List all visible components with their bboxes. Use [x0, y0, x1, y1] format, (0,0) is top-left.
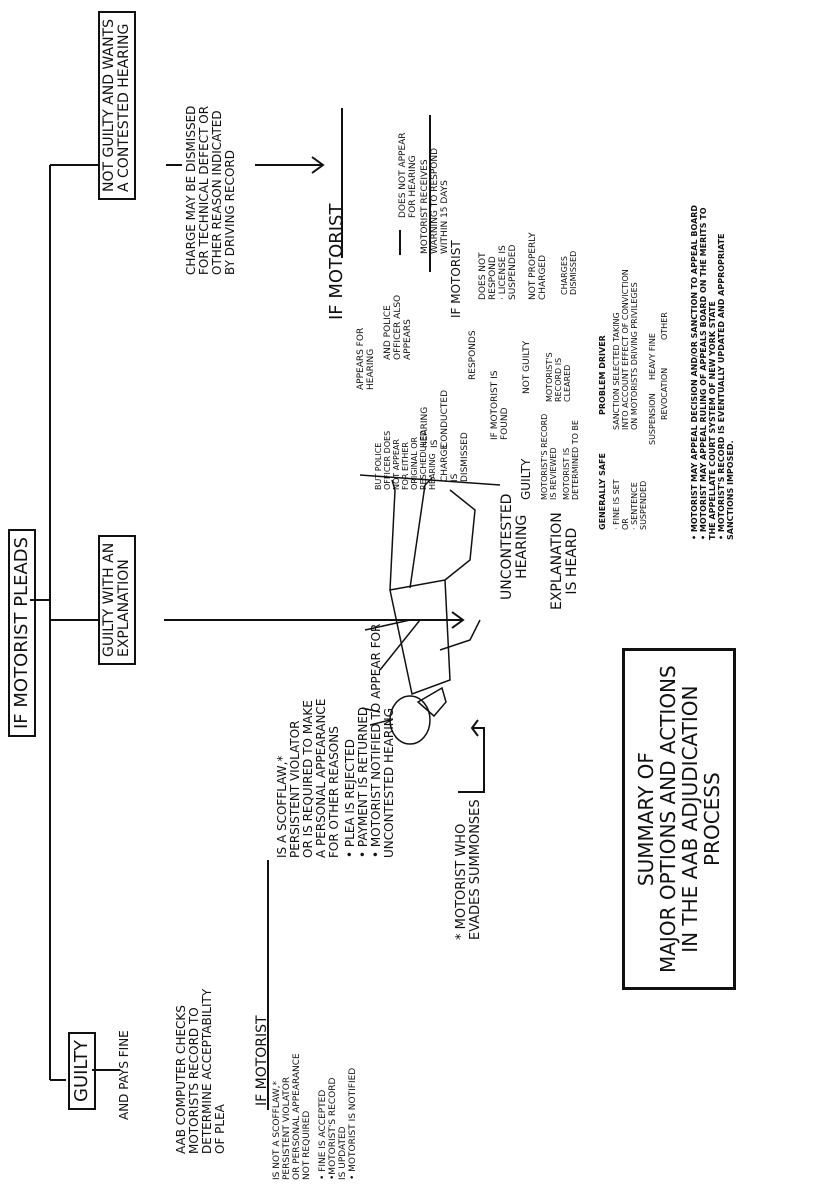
- found-guilty-text: GUILTY: [519, 458, 533, 500]
- record-cleared-text: MOTORIST'S RECORD IS CLEARED: [545, 352, 572, 402]
- sanction-text: SANCTION SELECTED TAKING INTO ACCOUNT EF…: [612, 269, 639, 430]
- suspension-text: SUSPENSION: [648, 393, 657, 445]
- not-scofflaw-results: • FINE IS ACCEPTED •MOTORIST'S RECORD IS…: [318, 1067, 358, 1180]
- not-properly-charged-text: NOT PROPERLY CHARGED: [528, 232, 548, 300]
- charge-dismissed-note: CHARGE MAY BE DISMISSED FOR TECHNICAL DE…: [184, 105, 237, 275]
- does-not-appear-text: DOES NOT APPEAR FOR HEARING: [398, 132, 418, 218]
- explanation-heard-text: EXPLANATION IS HEARD: [549, 512, 580, 610]
- responds-text: RESPONDS: [468, 330, 478, 380]
- guilty-box: GUILTY: [68, 1032, 96, 1110]
- receives-warning-text: MOTORIST RECEIVES WARNING TO RESPOND WIT…: [420, 147, 450, 254]
- record-reviewed-text: MOTORIST'S RECORD IS REVIEWED: [540, 413, 558, 500]
- determined-text: MOTORIST IS DETERMINED TO BE: [562, 420, 580, 500]
- safe-sanctions-text: · FINE IS SET OR · SENTENCE SUSPENDED: [612, 479, 648, 530]
- not-scofflaw-text: IS NOT A SCOFFLAW,* PERSISTENT VIOLATOR …: [272, 1053, 312, 1180]
- revocation-text: REVOCATION: [660, 367, 669, 420]
- pays-fine-text: AND PAYS FINE: [117, 1030, 131, 1120]
- heavy-fine-text: HEAVY FINE: [648, 333, 657, 380]
- contested-if-motorist-2-text: IF MOTORIST: [449, 240, 463, 318]
- found-not-guilty-text: NOT GUILTY: [522, 340, 532, 394]
- appeal-notes-text: • MOTORIST MAY APPEAL DECISION AND/OR SA…: [690, 204, 735, 540]
- person-illustration: [359, 474, 501, 745]
- is-scofflaw-text: IS A SCOFFLAW,* PERSISTENT VIOLATOR OR I…: [275, 698, 341, 858]
- not-guilty-box: NOT GUILTY AND WANTS A CONTESTED HEARING: [98, 11, 136, 200]
- other-text: OTHER: [660, 312, 669, 340]
- generally-safe-text: GENERALLY SAFE: [598, 453, 607, 530]
- if-found-text: IF MOTORIST IS FOUND: [490, 370, 510, 440]
- hearing-conducted-text: HEARING IS CONDUCTED: [420, 389, 450, 448]
- uncontested-notify-arrowhead: [470, 719, 479, 737]
- appears-text: APPEARS FOR HEARING: [356, 327, 376, 390]
- charge-arrowhead: [311, 156, 325, 174]
- explanation-arrowhead: [451, 611, 465, 629]
- root-box: IF MOTORIST PLEADS: [8, 528, 36, 737]
- police-appears-text: AND POLICE OFFICER ALSO APPEARS: [383, 294, 413, 360]
- problem-driver-text: PROBLEM DRIVER: [598, 335, 607, 415]
- contested-if-motorist-text: IF MOTORIST: [326, 203, 347, 320]
- does-not-respond-text: DOES NOT RESPOND · LICENSE IS SUSPENDED: [478, 244, 518, 300]
- computer-checks-text: AAB COMPUTER CHECKS MOTORISTS RECORD TO …: [174, 988, 227, 1154]
- guilty-if-motorist-text: IF MOTORIST: [254, 1015, 270, 1106]
- charges-dismissed-text: CHARGES DISMISSED: [560, 250, 578, 295]
- summary-title-box: SUMMARY OF MAJOR OPTIONS AND ACTIONS IN …: [622, 648, 736, 990]
- uncontested-notify-connector: [458, 727, 485, 793]
- explanation-box: GUILTY WITH AN EXPLANATION: [98, 534, 136, 665]
